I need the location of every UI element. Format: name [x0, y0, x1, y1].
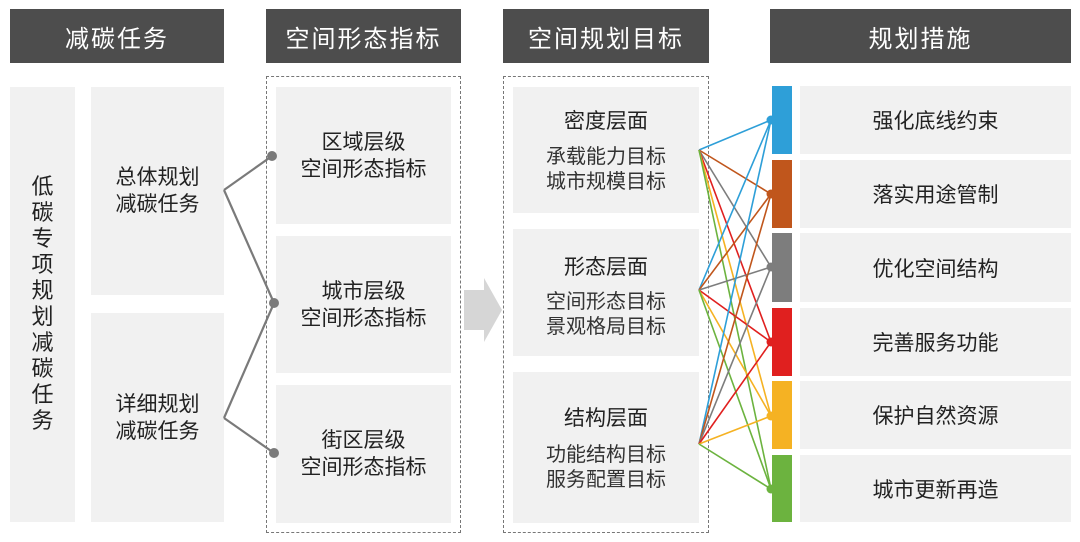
link-target2-measure5	[698, 289, 772, 417]
indicator-regional-line1: 区域层级	[321, 129, 406, 154]
measure-box-1: 强化底线约束	[800, 86, 1071, 154]
left-vertical-label: 低碳专项规划减碳任务	[31, 174, 54, 434]
target-structure-title: 结构层面	[564, 406, 648, 430]
measure-box-5: 保护自然资源	[800, 381, 1071, 449]
indicator-block-text: 街区层级 空间形态指标	[301, 427, 427, 481]
header-targets: 空间规划目标	[503, 9, 709, 63]
link-target2-measure3	[698, 266, 772, 291]
link-target2-measure2	[698, 193, 772, 291]
link-target1-measure2	[698, 149, 772, 195]
header-targets-label: 空间规划目标	[528, 24, 684, 53]
task-detailed-line2: 减碳任务	[115, 418, 200, 443]
task-detailed-text: 详细规划 减碳任务	[116, 391, 200, 445]
measure-label-6: 城市更新再造	[872, 477, 999, 502]
target-form-title: 形态层面	[564, 255, 648, 279]
left-vertical-label-box: 低碳专项规划减碳任务	[10, 87, 75, 522]
link-target1-measure5	[698, 149, 772, 417]
branch-overall	[223, 155, 273, 191]
link-target1-measure1	[698, 119, 772, 151]
target-form-line2: 景观格局目标	[546, 314, 666, 338]
target-form-line1: 空间形态目标	[546, 289, 666, 313]
indicator-block-line2: 空间形态指标	[300, 455, 427, 479]
link-target2-measure1	[698, 119, 772, 291]
link-target1-measure4	[698, 149, 772, 343]
link-target1-measure6	[698, 149, 772, 490]
link-target3-measure2	[698, 193, 772, 445]
task-overall-line2: 减碳任务	[115, 192, 200, 216]
link-target2-measure4	[698, 289, 772, 343]
measure-label-1: 强化底线约束	[872, 109, 999, 133]
link-target3-measure5	[698, 415, 772, 445]
measure-label-3: 优化空间结构	[872, 256, 999, 281]
measure-box-2: 落实用途管制	[800, 160, 1071, 228]
task-detailed-line1: 详细规划	[115, 391, 200, 416]
measure-box-3: 优化空间结构	[800, 233, 1071, 302]
measure-color-bar-3	[772, 233, 792, 302]
indicator-regional-line2: 空间形态指标	[300, 156, 427, 181]
indicator-city-line1: 城市层级	[321, 278, 406, 303]
link-target3-measure3	[698, 266, 772, 445]
link-target1-measure3	[698, 149, 772, 268]
target-box-form: 形态层面 空间形态目标 景观格局目标	[513, 229, 699, 356]
link-target2-measure6	[698, 289, 772, 490]
indicator-city-text: 城市层级 空间形态指标	[301, 278, 427, 332]
flow-arrow-icon	[464, 278, 502, 342]
header-measures-label: 规划措施	[868, 24, 973, 53]
measure-color-bar-6	[772, 455, 792, 522]
header-tasks-label: 减碳任务	[65, 24, 169, 53]
target-density-line2: 城市规模目标	[546, 169, 666, 193]
measure-label-5: 保护自然资源	[872, 404, 999, 428]
indicator-box-regional: 区域层级 空间形态指标	[276, 87, 451, 224]
measure-color-bar-5	[772, 381, 792, 449]
header-tasks: 减碳任务	[10, 9, 224, 63]
task-overall-text: 总体规划 减碳任务	[116, 164, 200, 218]
target-structure-line1: 功能结构目标	[546, 442, 666, 466]
link-target3-measure1	[698, 119, 772, 445]
target-box-density: 密度层面 承载能力目标 城市规模目标	[513, 87, 699, 213]
header-indicators-label: 空间形态指标	[285, 24, 442, 53]
target-density-title: 密度层面	[564, 109, 648, 133]
target-density-line1: 承载能力目标	[546, 144, 666, 168]
header-indicators: 空间形态指标	[266, 9, 461, 63]
indicator-city-line2: 空间形态指标	[300, 305, 427, 330]
header-measures: 规划措施	[770, 9, 1071, 63]
indicator-box-city: 城市层级 空间形态指标	[276, 236, 451, 373]
measure-label-4: 完善服务功能	[872, 331, 999, 355]
measure-box-6: 城市更新再造	[800, 455, 1071, 522]
link-target3-measure6	[698, 443, 772, 490]
target-box-structure: 结构层面 功能结构目标 服务配置目标	[513, 372, 699, 523]
indicator-box-block: 街区层级 空间形态指标	[276, 385, 451, 523]
indicator-block-line1: 街区层级	[321, 428, 406, 452]
target-measure-links	[698, 119, 772, 490]
task-box-overall: 总体规划 减碳任务	[91, 87, 224, 295]
measure-color-bar-2	[772, 160, 792, 228]
measure-color-bar-4	[772, 308, 792, 376]
measure-box-4: 完善服务功能	[800, 308, 1071, 376]
link-target3-measure4	[698, 341, 772, 445]
task-box-detailed: 详细规划 减碳任务	[91, 313, 224, 522]
indicator-regional-text: 区域层级 空间形态指标	[301, 129, 427, 183]
task-overall-line1: 总体规划	[115, 165, 200, 189]
target-structure-line2: 服务配置目标	[546, 467, 666, 491]
measure-label-2: 落实用途管制	[872, 183, 999, 207]
measure-color-bar-1	[772, 86, 792, 154]
